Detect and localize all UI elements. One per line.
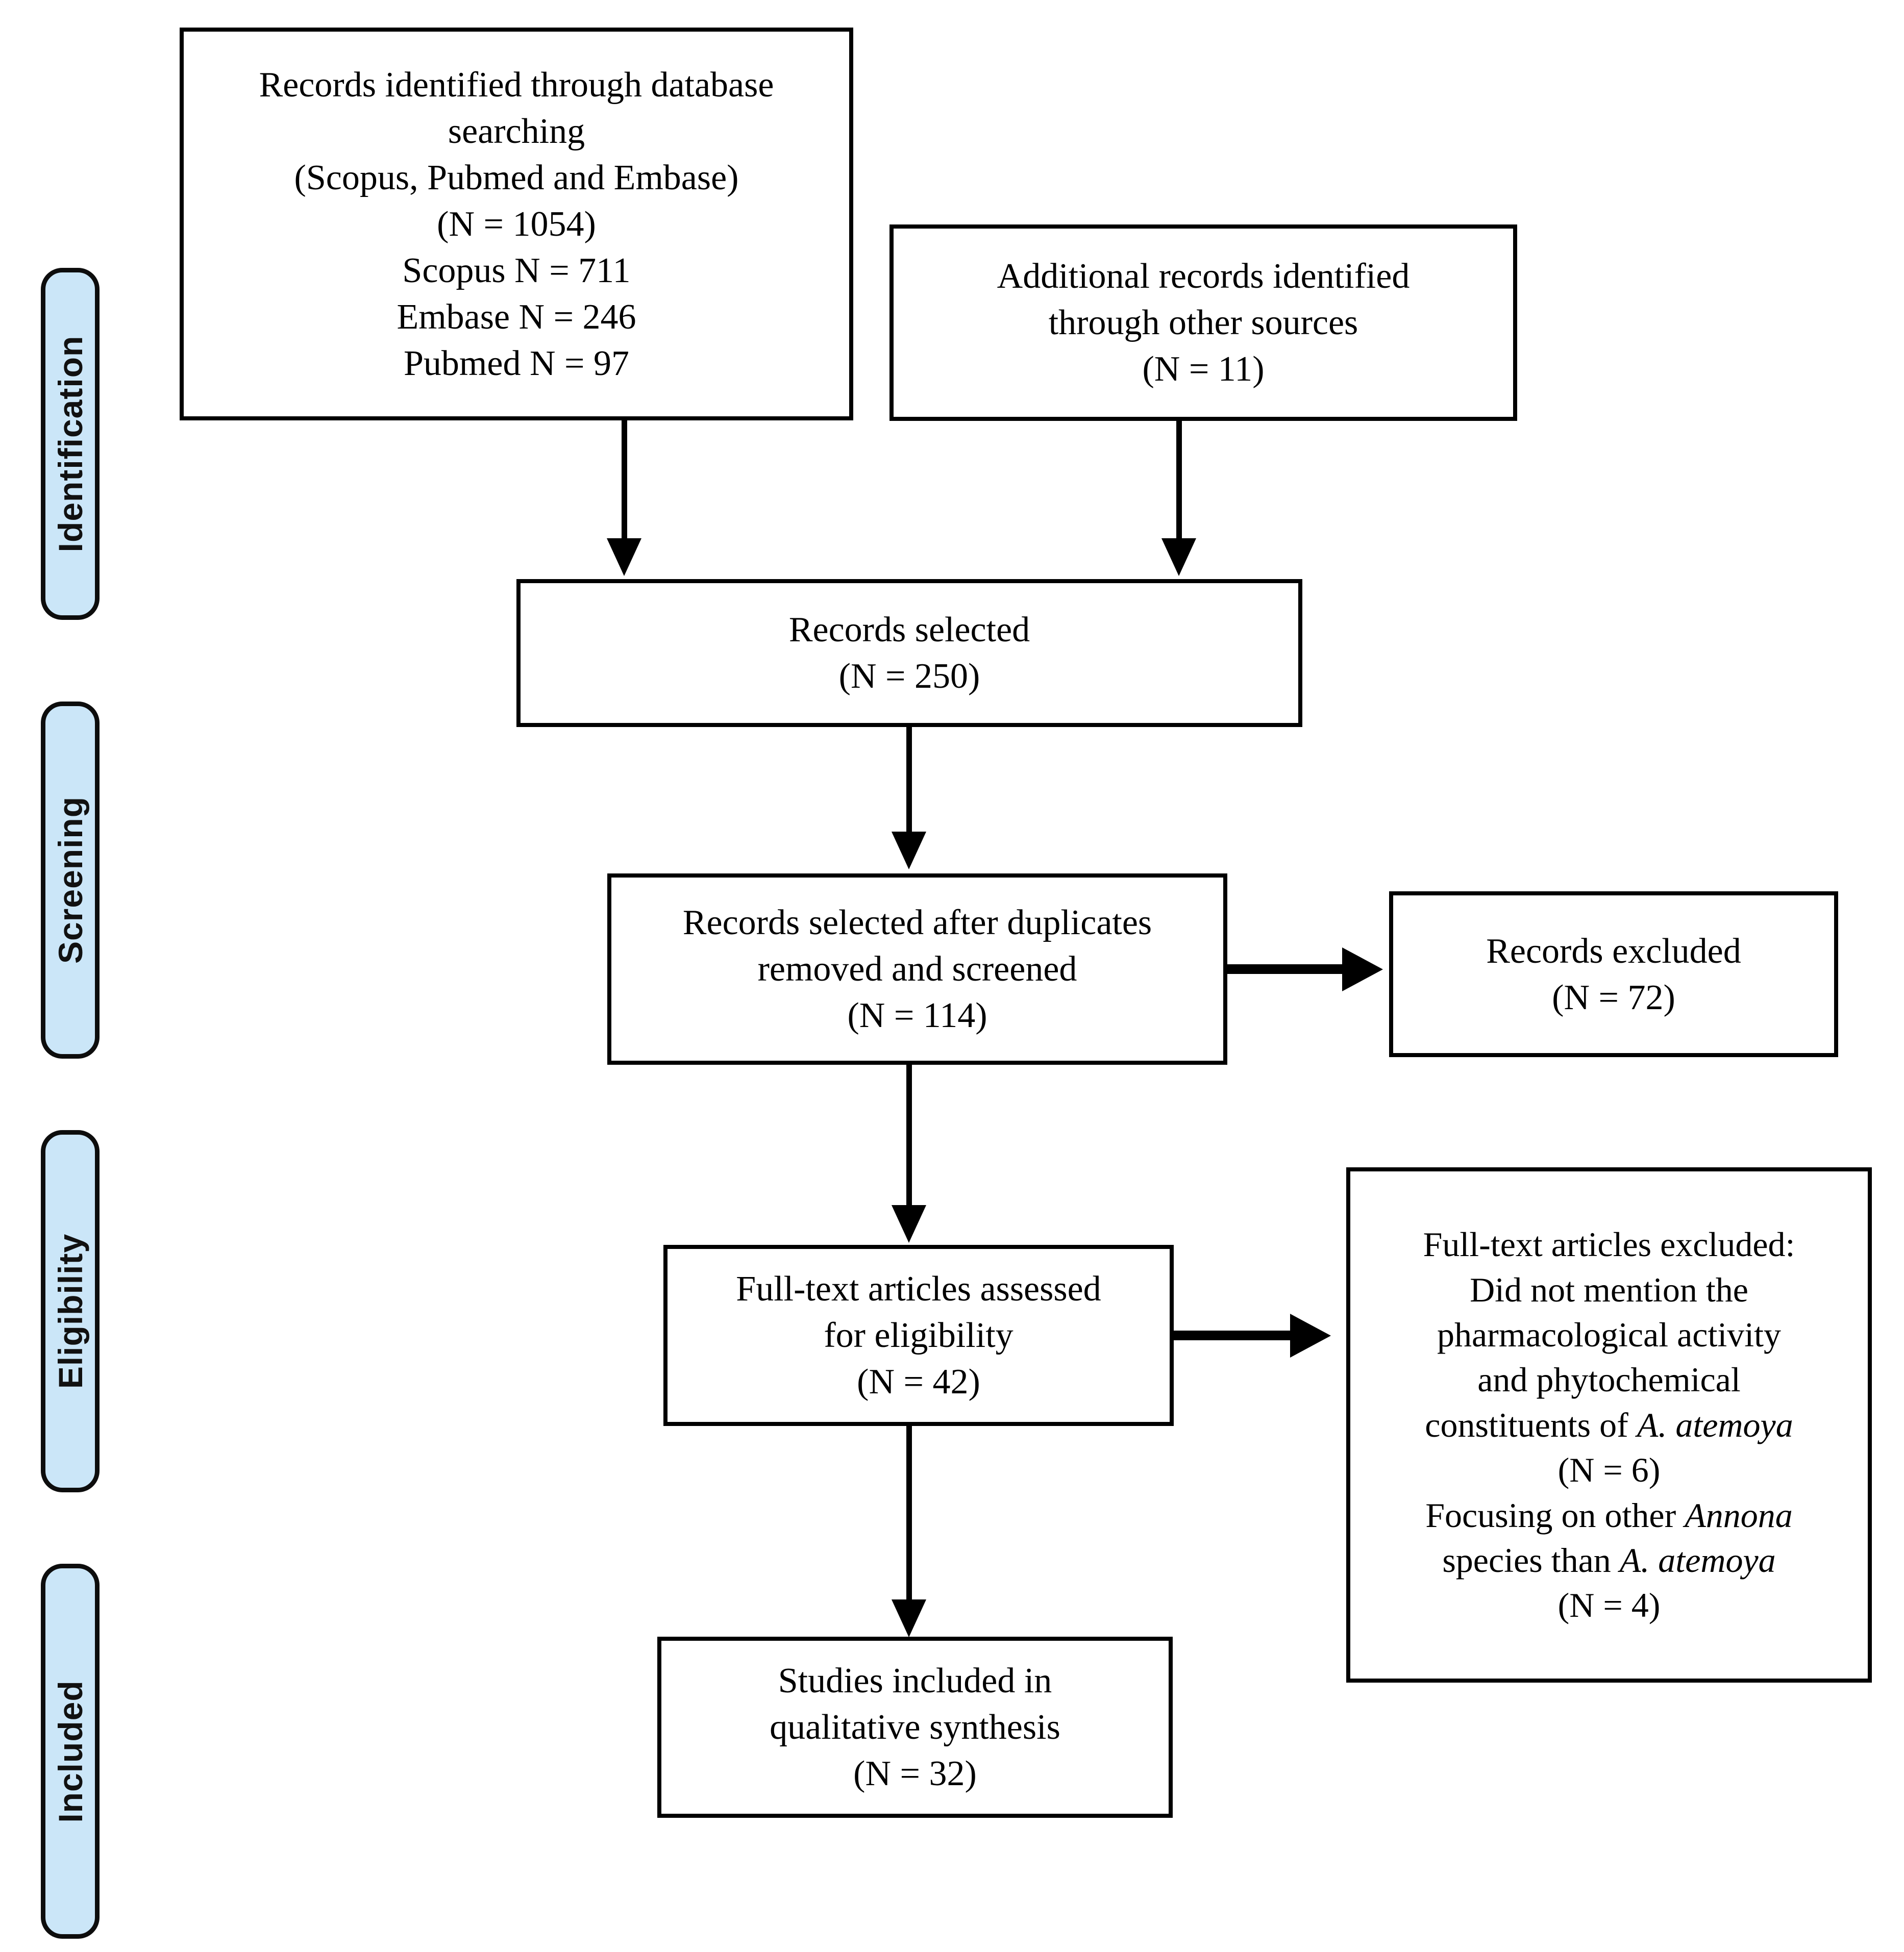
fulltext-excluded-line-8-prefix: species than bbox=[1442, 1540, 1620, 1580]
stage-chip-identification: Identification bbox=[41, 268, 100, 620]
stage-label-eligibility: Eligibility bbox=[51, 1233, 89, 1389]
box-other-sources: Additional records identified through ot… bbox=[889, 224, 1517, 421]
box-fulltext-assessed-text: Full-text articles assessed for eligibil… bbox=[736, 1269, 1101, 1402]
connector-line-dedup-to-excluded bbox=[1227, 964, 1350, 974]
stage-label-identification: Identification bbox=[51, 335, 89, 553]
connector-arrowhead-db-to-selected bbox=[607, 538, 641, 576]
box-studies-included: Studies included in qualitative synthesi… bbox=[657, 1637, 1173, 1818]
stage-chip-screening: Screening bbox=[41, 702, 100, 1059]
box-fulltext-excluded: Full-text articles excluded: Did not ment… bbox=[1346, 1167, 1872, 1683]
box-records-selected-text: Records selected (N = 250) bbox=[788, 610, 1030, 696]
fulltext-excluded-line-7-prefix: Focusing on other bbox=[1425, 1495, 1685, 1535]
box-records-after-duplicates-text: Records selected after duplicates remove… bbox=[682, 903, 1152, 1035]
connector-arrowhead-fulltext-to-included bbox=[892, 1599, 926, 1637]
box-records-excluded: Records excluded (N = 72) bbox=[1389, 891, 1838, 1057]
fulltext-excluded-line-4: and phytochemical bbox=[1477, 1360, 1741, 1399]
connector-line-fulltext-to-included bbox=[906, 1426, 912, 1605]
stage-chip-eligibility: Eligibility bbox=[41, 1130, 100, 1492]
connector-arrowhead-selected-to-dedup bbox=[892, 832, 926, 869]
fulltext-excluded-line-7-genus: Annona bbox=[1685, 1495, 1793, 1535]
fulltext-excluded-line-2: Did not mention the bbox=[1470, 1270, 1748, 1309]
fulltext-excluded-line-9: (N = 4) bbox=[1557, 1586, 1661, 1625]
connector-arrowhead-dedup-to-fulltext bbox=[892, 1205, 926, 1243]
connector-line-db-to-selected bbox=[622, 420, 627, 543]
box-database-search: Records identified through database sear… bbox=[180, 28, 853, 420]
connector-arrowhead-other-to-selected bbox=[1161, 538, 1196, 576]
box-records-after-duplicates: Records selected after duplicates remove… bbox=[607, 873, 1227, 1065]
stage-label-included: Included bbox=[51, 1680, 89, 1823]
connector-arrowhead-dedup-to-excluded bbox=[1342, 947, 1383, 991]
box-fulltext-assessed: Full-text articles assessed for eligibil… bbox=[663, 1245, 1174, 1426]
fulltext-excluded-line-6: (N = 6) bbox=[1557, 1450, 1661, 1490]
box-studies-included-text: Studies included in qualitative synthesi… bbox=[770, 1661, 1060, 1793]
connector-line-dedup-to-fulltext bbox=[906, 1065, 912, 1210]
box-records-excluded-text: Records excluded (N = 72) bbox=[1486, 931, 1741, 1017]
fulltext-excluded-line-5-prefix: constituents of bbox=[1425, 1405, 1637, 1444]
fulltext-excluded-line-8-species: A. atemoya bbox=[1619, 1540, 1776, 1580]
connector-line-other-to-selected bbox=[1176, 420, 1182, 543]
connector-arrowhead-fulltext-to-excluded bbox=[1290, 1314, 1331, 1358]
box-database-search-text: Records identified through database sear… bbox=[259, 65, 774, 383]
fulltext-excluded-line-5-species: A. atemoya bbox=[1637, 1405, 1793, 1444]
box-records-selected: Records selected (N = 250) bbox=[516, 579, 1302, 727]
connector-line-selected-to-dedup bbox=[906, 727, 912, 837]
stage-chip-included: Included bbox=[41, 1564, 100, 1939]
box-fulltext-excluded-text: Full-text articles excluded: Did not ment… bbox=[1359, 1222, 1859, 1628]
connector-line-fulltext-to-excluded bbox=[1174, 1331, 1296, 1340]
fulltext-excluded-line-3: pharmacological activity bbox=[1437, 1315, 1782, 1355]
box-other-sources-text: Additional records identified through ot… bbox=[997, 257, 1410, 389]
fulltext-excluded-line-1: Full-text articles excluded: bbox=[1423, 1225, 1795, 1264]
stage-label-screening: Screening bbox=[51, 796, 89, 964]
